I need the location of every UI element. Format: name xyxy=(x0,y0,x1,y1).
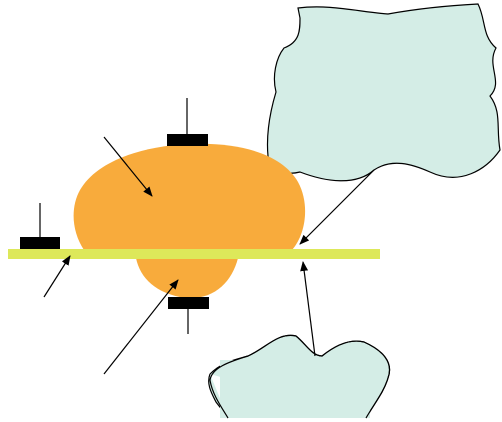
bottom-marker-pad xyxy=(168,297,209,309)
arrow-upper-callout-to-edge xyxy=(299,169,375,245)
upper-callout-bubble xyxy=(266,3,501,182)
top-marker-pad xyxy=(167,134,208,146)
horizontal-plate xyxy=(8,249,380,259)
arrow-lower-callout-to-plate xyxy=(300,261,316,357)
lower-callout-fill-patch xyxy=(220,360,370,418)
small-lobe xyxy=(136,258,238,299)
left-marker-pad xyxy=(20,237,60,249)
arrow-to-small-lobe xyxy=(103,279,179,375)
arrow-to-large-lobe xyxy=(103,136,153,197)
lower-callout-outline xyxy=(209,334,391,419)
large-lobe xyxy=(73,143,306,250)
arrow-to-plate-left xyxy=(43,255,71,298)
